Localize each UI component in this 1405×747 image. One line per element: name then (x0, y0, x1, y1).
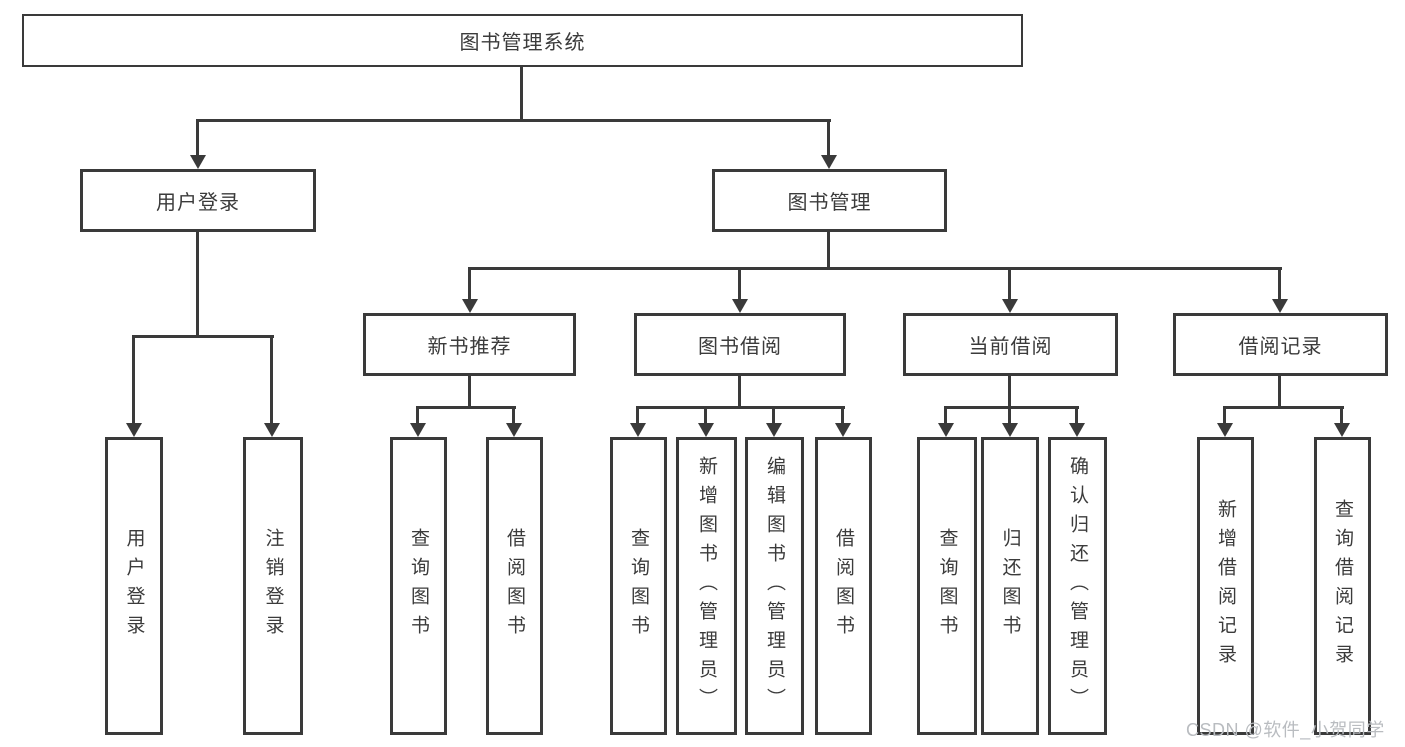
node-query-books-current: 查询图书 (917, 437, 977, 735)
arrow-down-icon (1002, 423, 1018, 437)
node-label: 用户登录 (123, 528, 145, 644)
connector-line (1340, 406, 1343, 424)
connector-line (132, 335, 135, 424)
arrow-down-icon (1002, 299, 1018, 313)
connector-line (636, 406, 639, 424)
node-new-book-recommendation: 新书推荐 (363, 313, 576, 376)
arrow-down-icon (410, 423, 426, 437)
node-label: 借阅图书 (504, 528, 525, 644)
node-label: 当前借阅 (968, 336, 1053, 358)
connector-line (704, 406, 707, 424)
arrow-down-icon (126, 423, 142, 437)
node-user-login: 用户登录 (80, 169, 316, 232)
node-label: 图书管理 (787, 192, 872, 214)
arrow-down-icon (766, 423, 782, 437)
connector-line (772, 406, 775, 424)
node-borrow-books-recommend: 借阅图书 (486, 437, 543, 735)
node-label: 查询图书 (408, 528, 429, 644)
arrow-down-icon (835, 423, 851, 437)
arrow-down-icon (190, 155, 206, 169)
connector-line (944, 406, 947, 424)
connector-line (512, 406, 515, 424)
node-add-book-admin: 新增图书（管理员） (676, 437, 737, 735)
node-query-borrow-record: 查询借阅记录 (1314, 437, 1371, 735)
connector-line (1278, 376, 1281, 409)
connector-line (197, 119, 831, 122)
csdn-watermark: CSDN @软件_小贺同学 (1186, 720, 1385, 740)
arrow-down-icon (462, 299, 478, 313)
connector-line (827, 232, 830, 270)
arrow-down-icon (732, 299, 748, 313)
node-label: 确认归还（管理员） (1067, 455, 1088, 717)
node-label: 图书借阅 (698, 336, 782, 358)
arrow-down-icon (821, 155, 837, 169)
connector-line (1223, 406, 1226, 424)
connector-line (1224, 406, 1344, 409)
node-query-books-recommend: 查询图书 (390, 437, 447, 735)
connector-line (738, 376, 741, 409)
node-library-management-system: 图书管理系统 (22, 14, 1023, 67)
arrow-down-icon (938, 423, 954, 437)
node-edit-book-admin: 编辑图书（管理员） (745, 437, 804, 735)
node-book-borrowing: 图书借阅 (634, 313, 846, 376)
connector-line (1008, 267, 1011, 300)
node-label: 新增图书（管理员） (696, 455, 717, 717)
node-book-management: 图书管理 (712, 169, 947, 232)
node-label: 借阅图书 (833, 528, 854, 644)
connector-line (270, 335, 273, 424)
connector-line (1278, 267, 1281, 300)
arrow-down-icon (506, 423, 522, 437)
node-label: 归还图书 (999, 528, 1021, 644)
node-label: 用户登录 (156, 192, 240, 214)
node-label: 新增借阅记录 (1215, 499, 1236, 673)
connector-line (417, 406, 516, 409)
connector-line (469, 267, 1282, 270)
node-label: 查询借阅记录 (1332, 499, 1353, 673)
connector-line (945, 406, 1079, 409)
arrow-down-icon (1272, 299, 1288, 313)
connector-line (1075, 406, 1078, 424)
node-user-login-leaf: 用户登录 (105, 437, 163, 735)
arrow-down-icon (1334, 423, 1350, 437)
arrow-down-icon (264, 423, 280, 437)
arrow-down-icon (698, 423, 714, 437)
node-query-books-borrowing: 查询图书 (610, 437, 667, 735)
node-label: 查询图书 (628, 528, 649, 644)
connector-line (738, 267, 741, 300)
connector-line (416, 406, 419, 424)
node-label: 新书推荐 (427, 336, 512, 358)
node-label: 编辑图书（管理员） (764, 455, 785, 717)
node-logout: 注销登录 (243, 437, 303, 735)
node-label: 注销登录 (262, 528, 284, 644)
arrow-down-icon (630, 423, 646, 437)
arrow-down-icon (1217, 423, 1233, 437)
node-label: 图书管理系统 (459, 32, 586, 54)
node-borrowing-records: 借阅记录 (1173, 313, 1388, 376)
node-confirm-return-admin: 确认归还（管理员） (1048, 437, 1107, 735)
node-borrow-books-borrowing: 借阅图书 (815, 437, 872, 735)
node-current-borrowing: 当前借阅 (903, 313, 1118, 376)
connector-line (637, 406, 845, 409)
arrow-down-icon (1069, 423, 1085, 437)
node-return-books: 归还图书 (981, 437, 1039, 735)
connector-line (468, 267, 471, 300)
connector-line (133, 335, 274, 338)
connector-line (196, 119, 199, 156)
connector-line (841, 406, 844, 424)
node-label: 查询图书 (936, 528, 958, 644)
node-label: 借阅记录 (1238, 336, 1323, 358)
connector-line (1008, 406, 1011, 424)
connector-line (827, 119, 830, 156)
connector-line (520, 66, 523, 121)
connector-line (1008, 376, 1011, 409)
connector-line (196, 232, 199, 338)
node-add-borrow-record: 新增借阅记录 (1197, 437, 1254, 735)
connector-line (468, 376, 471, 409)
